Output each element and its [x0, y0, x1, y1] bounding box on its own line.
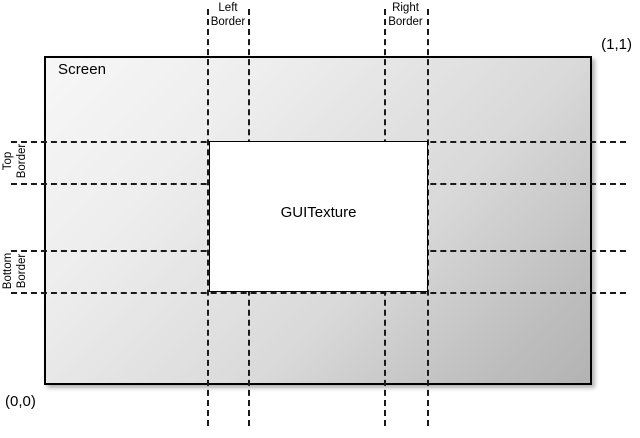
- screen-label: Screen: [58, 61, 107, 78]
- guitexture-label: GUITexture: [280, 204, 357, 221]
- left-border-label: Left Border: [204, 2, 252, 29]
- left-border-label-line2: Border: [210, 15, 246, 28]
- right-border-label-line2: Border: [388, 15, 423, 28]
- top-border-label-line2: Border: [15, 143, 28, 179]
- guitexture-rectangle: [209, 141, 428, 292]
- top-border-label: Top Border: [2, 140, 29, 182]
- top-border-label-line1: Top: [2, 151, 14, 171]
- coordinate-top-right: (1,1): [601, 36, 632, 53]
- coordinate-bottom-left: (0,0): [5, 393, 36, 410]
- left-border-label-line1: Left: [218, 2, 238, 14]
- bottom-border-label-line2: Border: [15, 253, 28, 289]
- guide-line-left-border-outer: [207, 9, 209, 426]
- right-border-label: Right Border: [381, 2, 430, 29]
- bottom-border-label: Bottom Border: [2, 250, 29, 292]
- bottom-border-label-line1: Bottom: [2, 252, 14, 290]
- guide-line-bottom-border-outer: [11, 292, 626, 294]
- guide-line-right-border-outer: [427, 9, 429, 426]
- right-border-label-line1: Right: [392, 2, 419, 14]
